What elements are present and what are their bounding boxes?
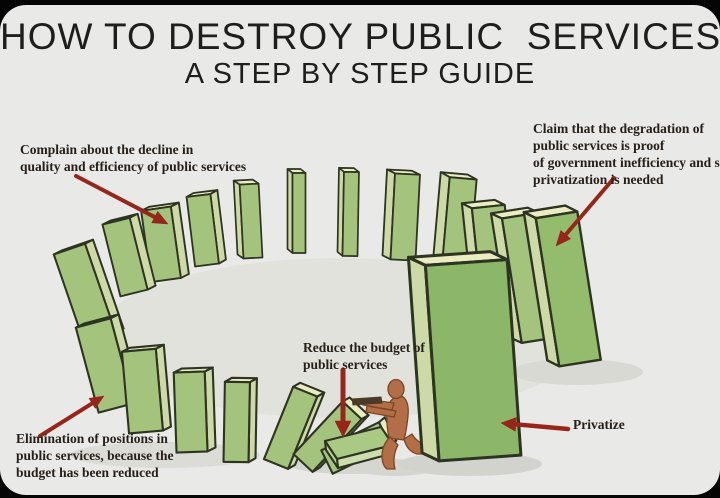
annotation-line: public services: [303, 357, 388, 372]
annotation-claim: Claim that the degradation of public ser…: [533, 120, 720, 188]
annotation-line: Privatize: [573, 417, 625, 432]
annotation-line: public services, because the: [16, 448, 174, 463]
annotation-line: Reduce the budget of: [303, 340, 425, 355]
annotation-line: of government inefficiency and so: [533, 155, 720, 170]
scene: HOW TO DESTROY PUBLIC SERVICES A STEP BY…: [0, 5, 720, 495]
annotation-privatize: Privatize: [573, 416, 625, 433]
annotation-reduce: Reduce the budget of public services: [303, 339, 425, 373]
annotation-complain: Complain about the decline in quality an…: [20, 141, 246, 175]
annotation-line: Complain about the decline in: [20, 142, 194, 157]
annotation-line: Claim that the degradation of: [533, 121, 704, 136]
page-title: HOW TO DESTROY PUBLIC SERVICES: [0, 16, 720, 57]
annotation-line: budget has been reduced: [16, 465, 159, 480]
annotation-line: Elimination of positions in: [16, 431, 168, 446]
annotation-line: public services is proof: [533, 138, 665, 153]
annotation-line: privatization is needed: [533, 172, 664, 187]
annotation-elimination: Elimination of positions in public servi…: [16, 430, 174, 481]
dominoes-scene-svg: [38, 167, 643, 476]
illustration-card: HOW TO DESTROY PUBLIC SERVICES A STEP BY…: [0, 5, 720, 495]
annotation-line: quality and efficiency of public service…: [20, 159, 247, 174]
page-subtitle: A STEP BY STEP GUIDE: [184, 58, 536, 90]
